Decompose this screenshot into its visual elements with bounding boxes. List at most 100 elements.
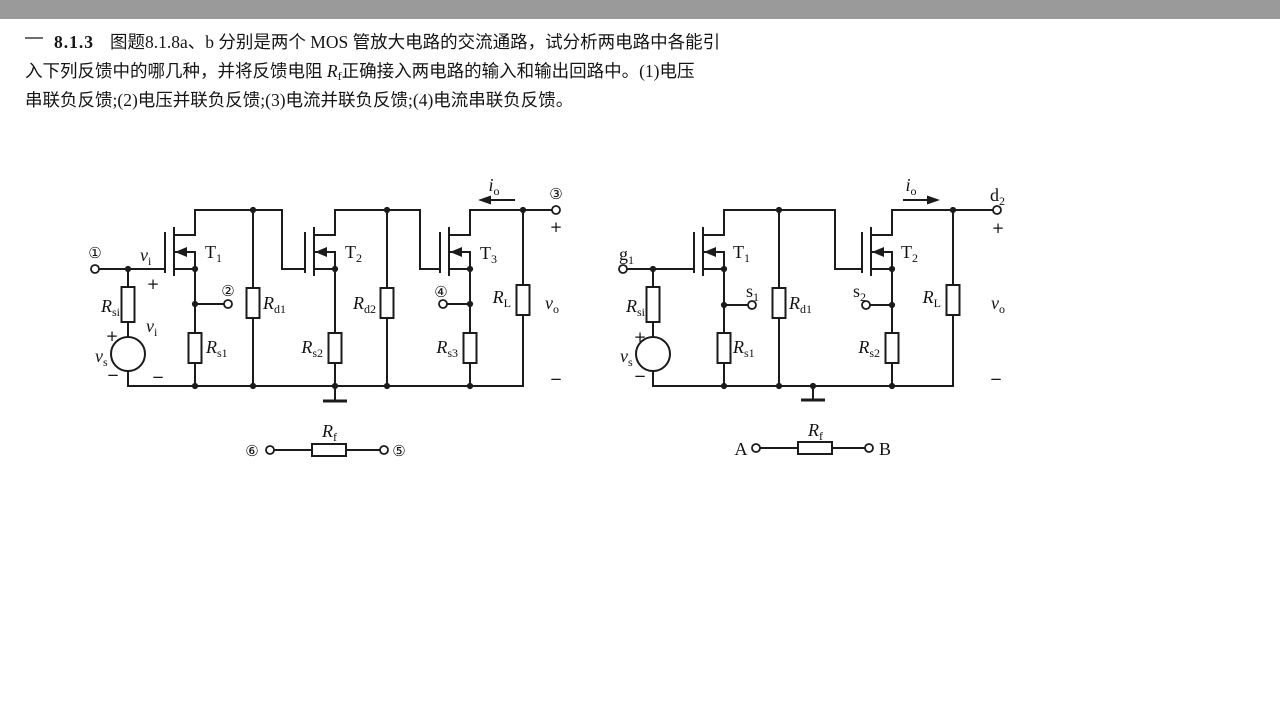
scan-artifact-dash bbox=[25, 37, 43, 39]
node-b-label: B bbox=[879, 439, 891, 459]
resistor-rd1-b bbox=[771, 287, 787, 319]
vo-label: vo bbox=[545, 293, 559, 316]
vs-b-plus: + bbox=[634, 328, 647, 346]
terminal-node4 bbox=[438, 299, 448, 309]
s1-label: s1 bbox=[746, 281, 759, 304]
vs-label: vs bbox=[95, 346, 108, 369]
t2-label: T2 bbox=[345, 242, 362, 265]
circuit-b-wires bbox=[626, 195, 994, 449]
terminal-d2 bbox=[992, 205, 1002, 215]
vi-plus: + bbox=[147, 275, 160, 293]
vo-minus: − bbox=[550, 370, 563, 388]
problem-line3-text: 串联负反馈;(2)电压并联负反馈;(3)电流并联负反馈;(4)电流串联负反馈。 bbox=[25, 90, 574, 110]
resistor-rs1-b bbox=[716, 332, 732, 364]
rs1-b-label: Rs1 bbox=[732, 337, 755, 360]
terminal-b bbox=[864, 443, 874, 453]
vo-b-minus: − bbox=[990, 370, 1003, 388]
rf-symbol-inline: R bbox=[326, 61, 338, 81]
mosfet-t2b bbox=[861, 227, 897, 276]
terminal-s2 bbox=[861, 300, 871, 310]
circuit-b: g1 Rsi + vs − T1 s1 Rs1 Rd1 T2 s2 Rs2 RL… bbox=[618, 175, 1005, 459]
t3-label: T3 bbox=[480, 243, 497, 266]
mosfet-t1b bbox=[693, 227, 729, 276]
circuit-a: ① vi + vi − Rsi + vs − T1 ② Rs1 Rd1 T2 R… bbox=[88, 175, 562, 460]
circuit-a-junction-dots bbox=[124, 206, 527, 390]
vs-b-minus: − bbox=[634, 367, 647, 385]
circuit-b-transistors bbox=[693, 227, 897, 276]
vs-minus: − bbox=[107, 366, 120, 384]
circuit-b-junction-dots bbox=[649, 206, 957, 390]
problem-text-line3: 串联负反馈;(2)电压并联负反馈;(3)电流并联负反馈;(4)电流串联负反馈。 bbox=[25, 89, 573, 111]
node5-label: ⑤ bbox=[392, 442, 405, 460]
resistor-rd1 bbox=[245, 287, 261, 319]
t2-b-label: T2 bbox=[901, 242, 918, 265]
rsi-b-label: Rsi bbox=[625, 296, 646, 319]
video-letterbox-bar bbox=[0, 0, 1280, 19]
terminal-s1 bbox=[747, 300, 757, 310]
circuit-a-components bbox=[110, 284, 531, 457]
circuit-b-labels: g1 Rsi + vs − T1 s1 Rs1 Rd1 T2 s2 Rs2 RL… bbox=[619, 175, 1005, 459]
rd1-label: Rd1 bbox=[262, 293, 286, 316]
vi-mid-label: vi bbox=[146, 316, 158, 339]
rd1-b-label: Rd1 bbox=[788, 293, 812, 316]
resistor-rs2-b bbox=[884, 332, 900, 364]
resistor-rsi bbox=[120, 286, 136, 323]
source-vs bbox=[110, 336, 146, 372]
resistor-rl-b bbox=[945, 284, 961, 316]
terminal-node6 bbox=[265, 445, 275, 455]
rf-subscript-inline: f bbox=[337, 69, 342, 83]
g1-label: g1 bbox=[619, 244, 634, 267]
rl-b-label: RL bbox=[922, 287, 941, 310]
problem-text-line1: 8.1.3 图题8.1.8a、b 分别是两个 MOS 管放大电路的交流通路，试分析… bbox=[54, 31, 720, 53]
problem-number: 8.1.3 bbox=[54, 32, 94, 52]
vs-b-label: vs bbox=[620, 346, 633, 369]
rf-b-label: Rf bbox=[807, 420, 823, 443]
io-label: io bbox=[488, 175, 499, 198]
rl-label: RL bbox=[492, 287, 511, 310]
terminal-node2 bbox=[223, 299, 233, 309]
resistor-rs1 bbox=[187, 332, 203, 364]
terminal-node5 bbox=[379, 445, 389, 455]
mosfet-t1 bbox=[164, 227, 200, 276]
rd2-label: Rd2 bbox=[352, 293, 376, 316]
terminal-node3 bbox=[551, 205, 561, 215]
mosfet-t3 bbox=[439, 227, 475, 276]
resistor-rf-b bbox=[797, 441, 833, 455]
node3-label: ③ bbox=[549, 185, 562, 203]
vi-minus: − bbox=[152, 368, 165, 386]
problem-line1-text: 图题8.1.8a、b 分别是两个 MOS 管放大电路的交流通路，试分析两电路中各… bbox=[110, 32, 721, 52]
resistor-rd2 bbox=[379, 287, 395, 319]
terminal-g1 bbox=[618, 264, 628, 274]
vi-wire-label: vi bbox=[140, 245, 152, 268]
rs2-b-label: Rs2 bbox=[857, 337, 880, 360]
terminal-node1 bbox=[90, 264, 100, 274]
circuit-a-wires bbox=[98, 195, 553, 451]
source-vs-b bbox=[635, 336, 671, 372]
rsi-label: Rsi bbox=[100, 296, 121, 319]
rs3-label: Rs3 bbox=[435, 337, 458, 360]
problem-line2-pre: 入下列反馈中的哪几种，并将反馈电阻 bbox=[25, 61, 327, 81]
problem-line2-post: 正确接入两电路的输入和输出回路中。(1)电压 bbox=[341, 61, 695, 81]
problem-text-line2: 入下列反馈中的哪几种，并将反馈电阻 Rf正确接入两电路的输入和输出回路中。(1)… bbox=[25, 60, 694, 82]
resistor-rs2 bbox=[327, 332, 343, 364]
node4-label: ④ bbox=[434, 283, 447, 301]
mosfet-t2 bbox=[304, 227, 340, 276]
terminal-a bbox=[751, 443, 761, 453]
io-b-label: io bbox=[905, 175, 916, 198]
rf-label: Rf bbox=[321, 421, 337, 444]
circuit-b-terminals bbox=[618, 205, 1002, 453]
circuit-a-labels: ① vi + vi − Rsi + vs − T1 ② Rs1 Rd1 T2 R… bbox=[88, 175, 562, 460]
node6-label: ⑥ bbox=[245, 442, 258, 460]
d2-label: d2 bbox=[990, 185, 1005, 208]
t1-label: T1 bbox=[205, 242, 222, 265]
resistor-rf bbox=[311, 443, 347, 457]
vo-b-plus: + bbox=[992, 219, 1005, 237]
resistor-rs3 bbox=[462, 332, 478, 364]
resistor-rl bbox=[515, 284, 531, 316]
circuit-b-components bbox=[635, 284, 961, 455]
s2-label: s2 bbox=[853, 281, 866, 304]
rs2-label: Rs2 bbox=[300, 337, 323, 360]
vs-plus: + bbox=[106, 327, 119, 345]
circuit-a-terminals bbox=[90, 205, 561, 455]
